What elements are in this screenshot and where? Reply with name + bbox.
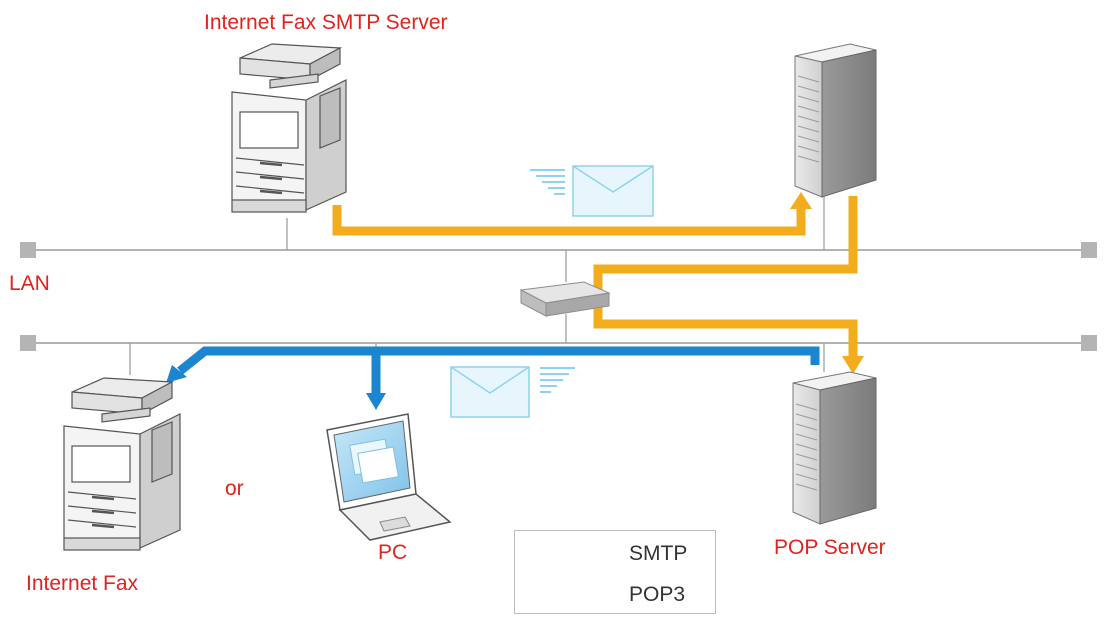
pc-label: PC bbox=[378, 541, 408, 564]
server-icon bbox=[794, 43, 877, 198]
laptop-icon bbox=[326, 413, 452, 541]
lan-terminator bbox=[1081, 335, 1097, 351]
lan-terminator bbox=[1081, 242, 1097, 258]
mfp-printer-icon bbox=[231, 43, 347, 213]
pop-server-icon bbox=[792, 371, 877, 525]
internet-fax-printer-icon bbox=[63, 377, 181, 551]
pop3-path bbox=[166, 346, 820, 410]
lan-terminator bbox=[20, 242, 36, 258]
smtp-server-label: Internet Fax SMTP Server bbox=[204, 11, 448, 34]
lan-terminator bbox=[20, 335, 36, 351]
lan-upper bbox=[20, 242, 1097, 258]
or-label: or bbox=[225, 477, 244, 500]
legend-smtp-label: SMTP bbox=[629, 542, 688, 565]
hub-icon bbox=[519, 281, 611, 317]
pop-server-label: POP Server bbox=[774, 536, 886, 559]
lan-lower bbox=[20, 335, 1097, 351]
envelope-icon bbox=[530, 165, 654, 217]
envelope-icon bbox=[450, 366, 575, 418]
legend bbox=[514, 530, 716, 614]
lan-label: LAN bbox=[9, 272, 50, 295]
legend-pop3-label: POP3 bbox=[629, 583, 686, 606]
internet-fax-label: Internet Fax bbox=[26, 572, 139, 595]
